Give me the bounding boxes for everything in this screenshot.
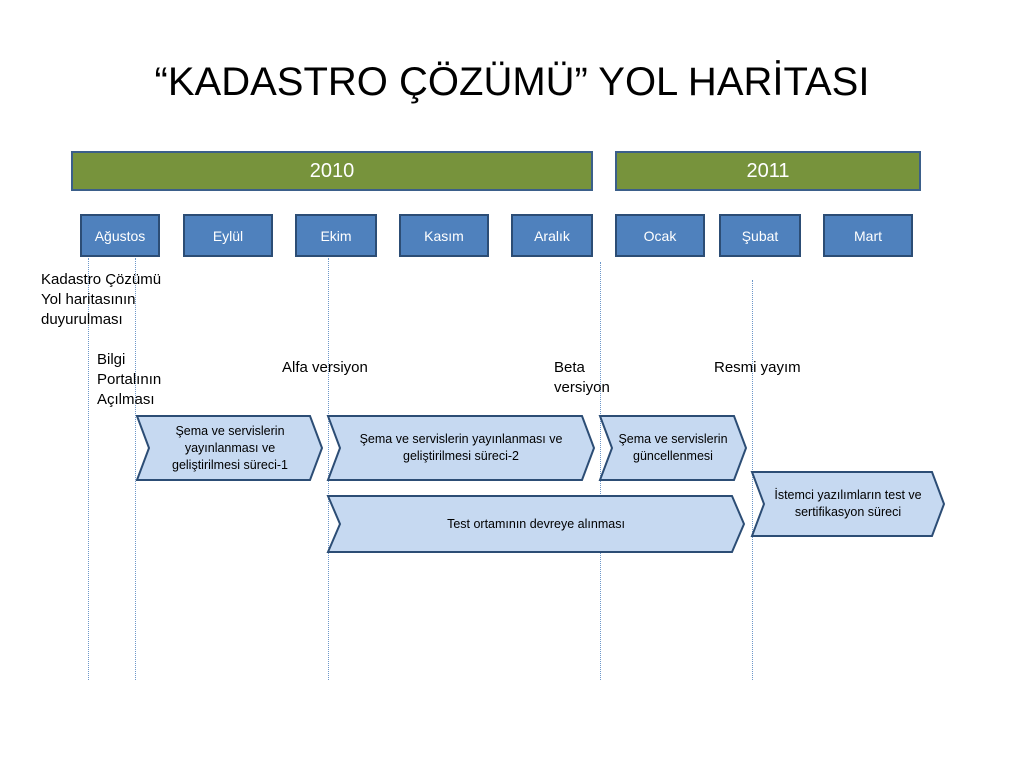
arrow-client-test: [750, 471, 946, 537]
month-eylul: Eylül: [183, 214, 273, 257]
arrow-test-env: [326, 495, 746, 553]
process-test-env-text: Test ortamının devreye alınması: [447, 516, 625, 531]
arrow-phase-2: [326, 415, 596, 481]
month-aralik: Aralık: [511, 214, 593, 257]
process-phase-2-text: Şema ve servislerin yayınlanması ve geli…: [359, 432, 563, 463]
milestone-line-announcement: [88, 258, 89, 680]
milestone-line-alpha: [328, 258, 329, 680]
milestone-roadmap-announcement: Kadastro Çözümü Yol haritasının duyurulm…: [41, 271, 162, 328]
year-bar-2010: 2010: [71, 151, 593, 191]
milestone-line-beta: [600, 262, 601, 680]
process-client-test-text: İstemci yazılımların test ve sertifikasy…: [774, 488, 922, 519]
month-ocak: Ocak: [615, 214, 705, 257]
year-bar-2011: 2011: [615, 151, 921, 191]
milestone-release: Resmi yayım: [714, 359, 801, 376]
milestone-beta: Beta versiyon: [554, 359, 610, 396]
milestone-line-portal: [135, 258, 136, 680]
arrow-phase-1: [135, 415, 324, 481]
month-kasim: Kasım: [399, 214, 489, 257]
month-ekim: Ekim: [295, 214, 377, 257]
milestone-alpha: Alfa versiyon: [282, 359, 368, 376]
process-phase-1-text: Şema ve servislerin yayınlanması ve geli…: [172, 423, 288, 472]
arrow-update: [598, 415, 748, 481]
month-agustos: Ağustos: [80, 214, 160, 257]
milestone-portal-opening: Bilgi Portalının Açılması: [97, 351, 162, 408]
page-title: “KADASTRO ÇÖZÜMÜ” YOL HARİTASI: [154, 60, 870, 104]
month-subat: Şubat: [719, 214, 801, 257]
month-mart: Mart: [823, 214, 913, 257]
milestone-line-release: [752, 280, 753, 680]
process-update-text: Şema ve servislerin güncellenmesi: [618, 432, 728, 463]
